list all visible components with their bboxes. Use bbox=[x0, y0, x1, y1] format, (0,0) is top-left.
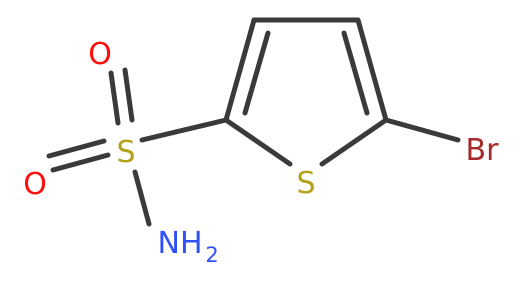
bond-s-n bbox=[132, 169, 152, 227]
atom-nitrogen-subscript: 2 bbox=[205, 243, 218, 267]
atom-sulfur-ring: S bbox=[296, 166, 315, 201]
atom-oxygen-top: O bbox=[88, 37, 112, 72]
atom-sulfur-sulfonyl: S bbox=[116, 135, 135, 170]
bonds bbox=[46, 17, 461, 227]
bond-s-o-left-b bbox=[46, 138, 107, 159]
bond-c4-c5-inner bbox=[341, 30, 370, 116]
bond-c2-c3 bbox=[223, 17, 257, 123]
bond-c2-c3-inner bbox=[242, 30, 271, 116]
bond-s-o-left-a bbox=[50, 152, 111, 173]
bond-c4-c5 bbox=[355, 17, 389, 123]
bond-s-o-top-a bbox=[108, 70, 121, 126]
bond-s-o-top-b bbox=[122, 67, 135, 123]
atom-nitrogen: NH bbox=[158, 226, 203, 261]
bond-c2-s bbox=[139, 117, 229, 143]
atom-bromine: Br bbox=[466, 133, 500, 168]
bond-c2-s1 bbox=[223, 117, 293, 167]
bond-c5-br bbox=[383, 117, 461, 143]
bond-c5-s1 bbox=[319, 117, 389, 167]
atom-labels: O O S S Br NH 2 bbox=[23, 37, 499, 267]
atom-oxygen-left: O bbox=[23, 167, 47, 202]
